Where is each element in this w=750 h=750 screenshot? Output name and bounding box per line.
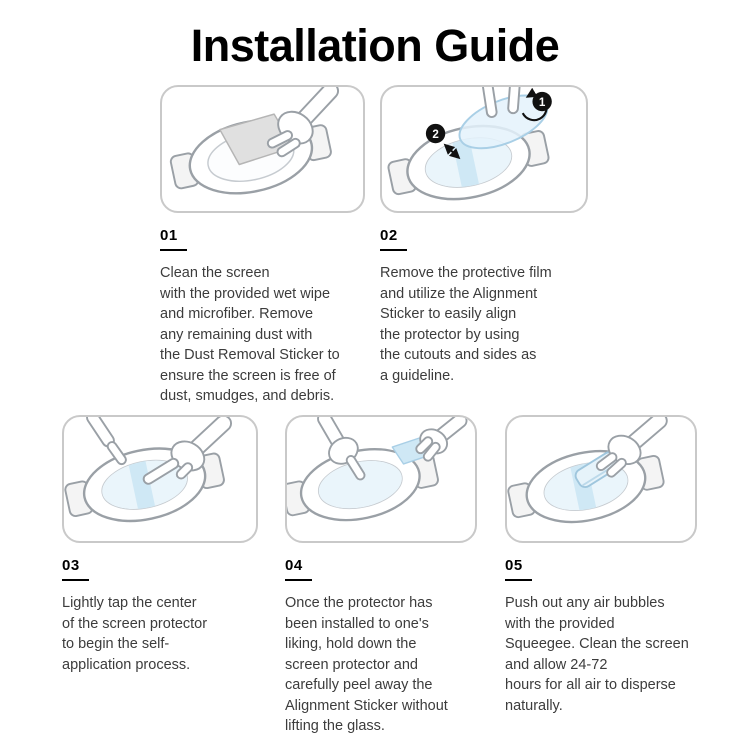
step-description: Remove the protective film and utilize t… [380, 265, 552, 384]
step-number: 05 [505, 557, 523, 574]
step-description: Lightly tap the center of the screen pro… [62, 595, 208, 673]
step-05-panel [505, 415, 697, 543]
step-badge-1 [532, 91, 552, 112]
step-description: Push out any air bubbles with the provid… [505, 595, 689, 714]
step-badge-2 [425, 123, 446, 144]
hand-icon [482, 87, 521, 118]
step-number-underline [62, 579, 89, 581]
step-number: 03 [62, 557, 80, 574]
tap-center-icon [64, 417, 232, 523]
step-number: 01 [160, 227, 178, 244]
align-arrow-icon [443, 143, 461, 160]
step-number-underline [380, 249, 407, 251]
peel-away-alignment-sticker-icon [287, 417, 468, 522]
peeling-hand-icon [415, 417, 468, 462]
step-02: 1 2 02 Remove the protective film and ut… [380, 85, 588, 386]
step-03-panel [62, 415, 258, 543]
step-number: 02 [380, 227, 398, 244]
step-description: Clean the screen with the provided wet w… [160, 265, 340, 405]
page-title: Installation Guide [190, 20, 560, 71]
step-01: 01 Clean the screen with the provided we… [160, 85, 365, 407]
step-04: 04 Once the protector has been installed… [285, 415, 477, 737]
badge-2-number: 2 [432, 128, 438, 141]
squeegee-air-bubbles-icon [507, 417, 668, 524]
watch-icon [287, 448, 439, 522]
step-number-underline [285, 579, 312, 581]
badge-1-number: 1 [539, 96, 546, 109]
step-description: Once the protector has been installed to… [285, 595, 448, 735]
step-number-underline [505, 579, 532, 581]
screen-protector-icon [318, 460, 402, 509]
hand-icon [266, 87, 340, 158]
tapping-hand-icon [142, 417, 232, 485]
step-04-panel [285, 415, 477, 543]
step-number: 04 [285, 557, 303, 574]
holding-hand-icon [317, 417, 366, 481]
wipe-screen-with-cloth-icon [169, 87, 340, 195]
hand-icon [595, 417, 668, 478]
step-03: 03 Lightly tap the center of the screen … [62, 415, 258, 675]
step-02-panel: 1 2 [380, 85, 588, 213]
step-01-panel [160, 85, 365, 213]
peel-film-alignment-sticker-icon: 1 2 [387, 87, 552, 201]
step-number-underline [160, 249, 187, 251]
hand-icon [86, 417, 127, 466]
step-05: 05 Push out any air bubbles with the pro… [505, 415, 697, 716]
